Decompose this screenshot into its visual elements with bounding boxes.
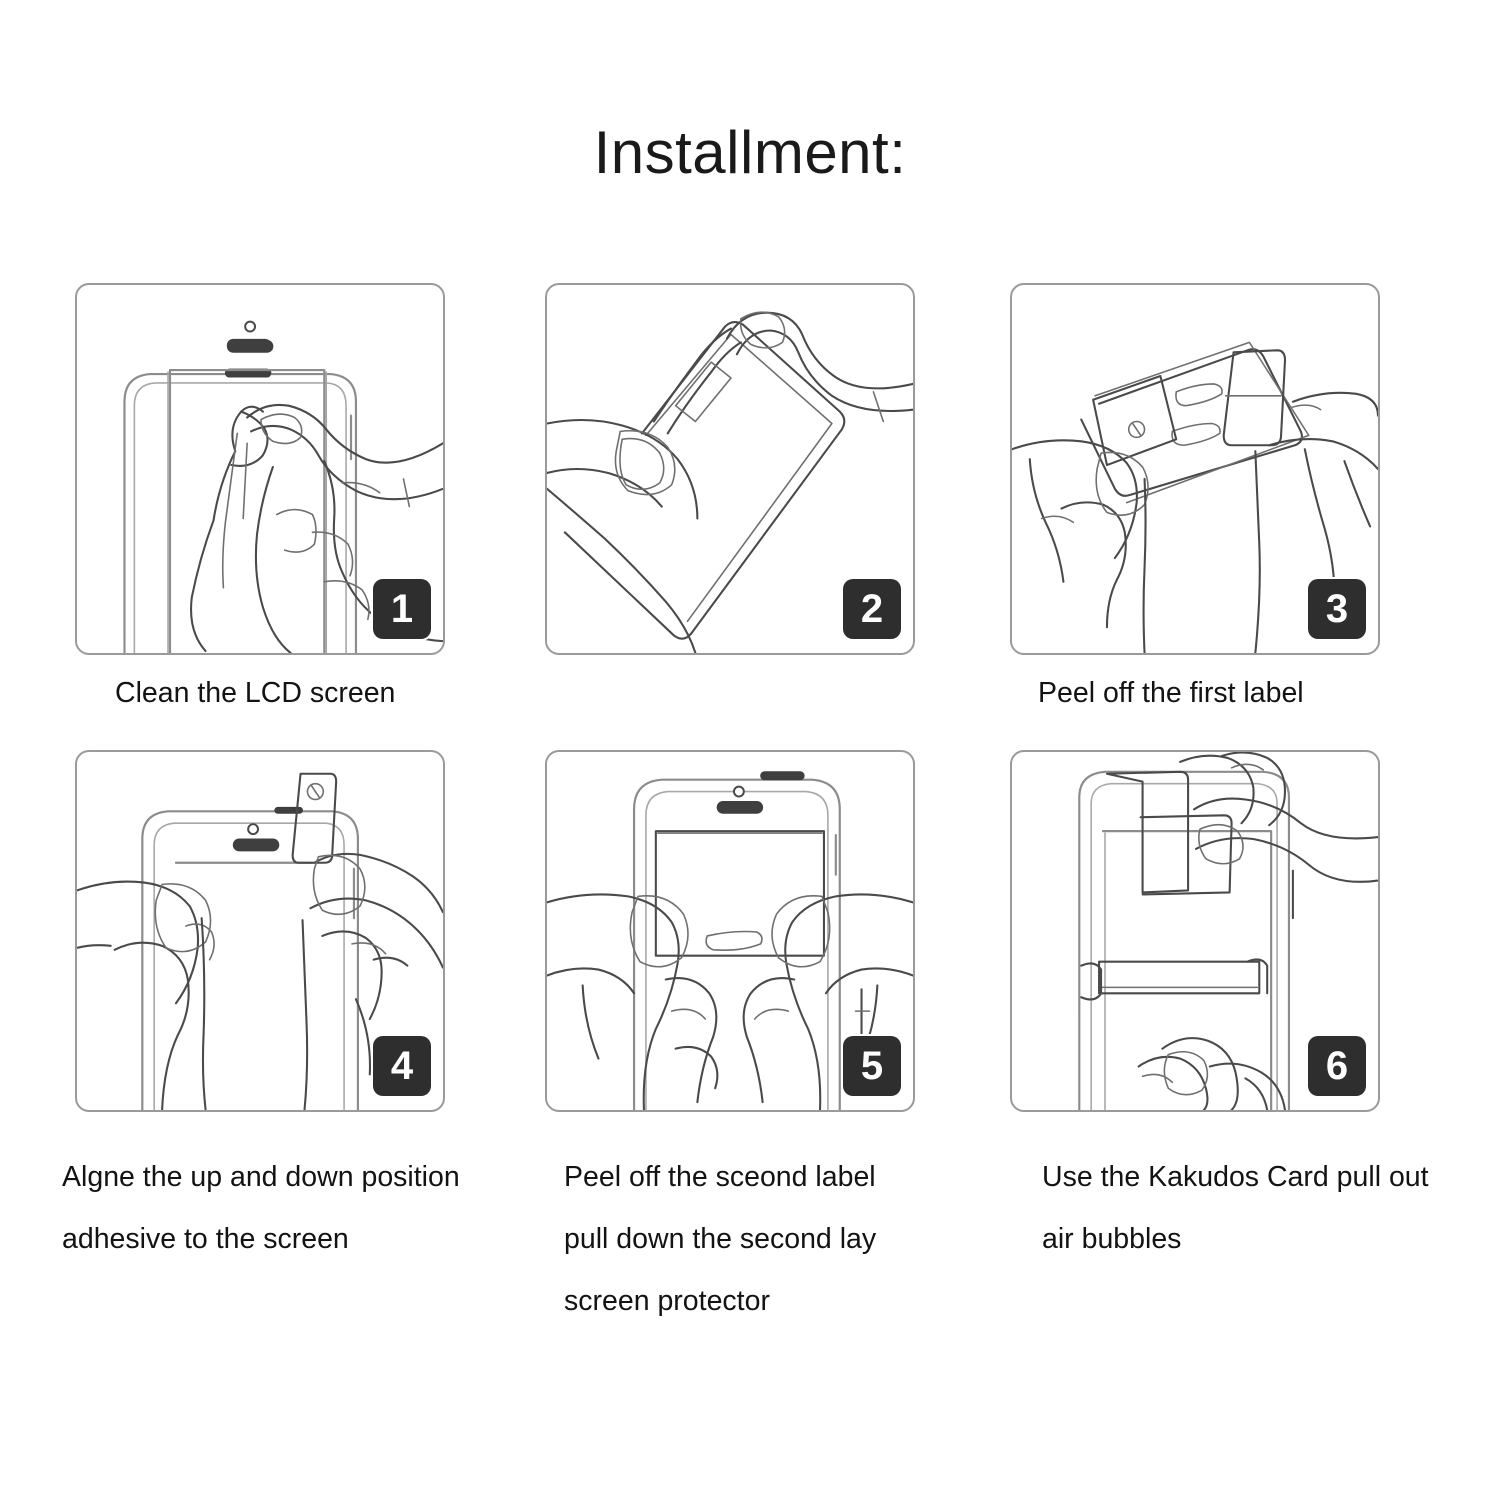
step-3-illustration <box>1012 341 1378 653</box>
step-6-illustration <box>1078 752 1378 1110</box>
step-caption-4: Algne the up and down position adhesive … <box>62 1161 460 1255</box>
step-panel-6: 6 <box>1010 750 1380 1112</box>
step-4-illustration <box>77 772 443 1110</box>
step-caption-6: Use the Kakudos Card pull out air bubble… <box>1042 1161 1429 1255</box>
step-1-illustration <box>123 320 443 653</box>
step-caption-5: Peel off the sceond label pull down the … <box>564 1161 877 1317</box>
step-caption-3: Peel off the first label <box>1038 677 1304 709</box>
step-badge-2: 2 <box>843 579 901 639</box>
step-badge-5: 5 <box>843 1036 901 1096</box>
step-caption-1: Clean the LCD screen <box>115 677 396 709</box>
step-panel-4: 4 <box>75 750 445 1112</box>
step-badge-4: 4 <box>373 1036 431 1096</box>
step-badge-1: 1 <box>373 579 431 639</box>
step-panel-2: 2 <box>545 283 915 655</box>
step-badge-6: 6 <box>1308 1036 1366 1096</box>
step-2-illustration <box>547 311 913 653</box>
step-panel-1: 1 <box>75 283 445 655</box>
page-title: Installment: <box>593 119 907 186</box>
step-panel-5: 5 <box>545 750 915 1112</box>
step-panel-3: 3 <box>1010 283 1380 655</box>
step-badge-3: 3 <box>1308 579 1366 639</box>
